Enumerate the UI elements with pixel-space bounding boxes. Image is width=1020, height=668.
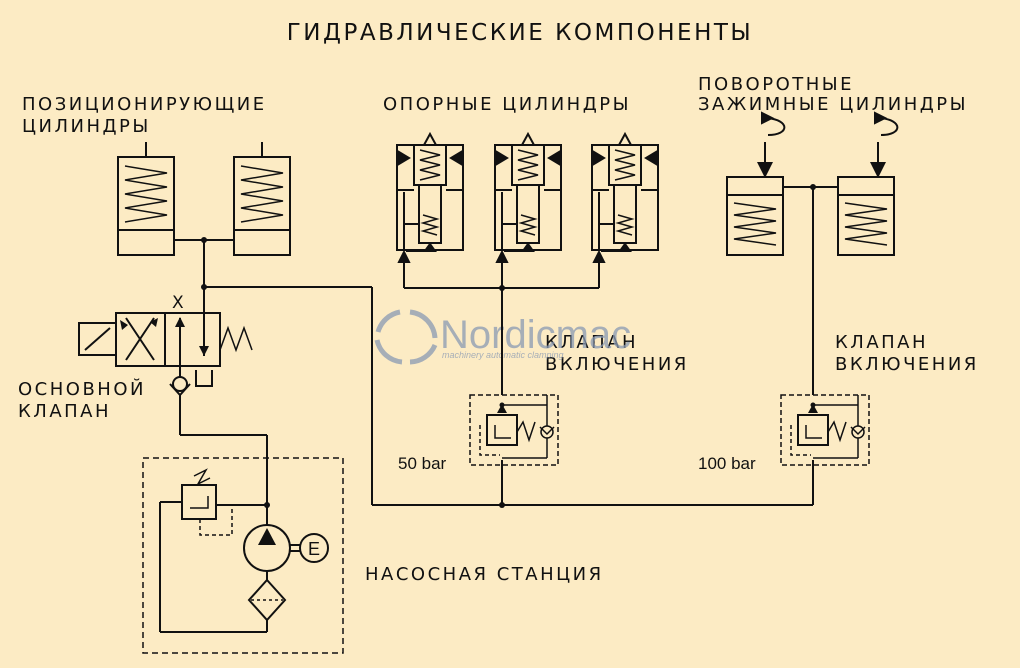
sequence-valve-100 <box>780 394 870 466</box>
pressure-50: 50 bar <box>398 454 447 473</box>
label-seq-valve2-1: КЛАПАН <box>835 332 928 353</box>
rotary-cylinder-left <box>726 176 784 256</box>
filter-icon <box>247 578 287 622</box>
positioning-cylinder-left <box>117 156 175 256</box>
label-rotary-2: ЗАЖИМНЫЕ ЦИЛИНДРЫ <box>698 94 968 115</box>
pump-station <box>142 457 344 654</box>
label-seq-valve2-2: ВКЛЮЧЕНИЯ <box>835 354 979 375</box>
positioning-cylinder-right <box>233 156 291 256</box>
support-cylinders <box>396 131 659 395</box>
label-seq-valve1-1: КЛАПАН <box>545 332 638 353</box>
logo-swirl-icon <box>374 309 438 365</box>
label-main-valve-1: ОСНОВНОЙ <box>18 378 146 400</box>
main-valve <box>78 312 268 525</box>
nordicmac-logo: Nordicmac machinery automatic clamping <box>374 309 631 365</box>
relief-valve-icon <box>181 484 217 520</box>
label-seq-valve1-2: ВКЛЮЧЕНИЯ <box>545 354 689 375</box>
support-cylinder-1 <box>396 131 464 252</box>
rotation-arrow-icon <box>766 117 786 136</box>
diagram-title: ГИДРАВЛИЧЕСКИЕ КОМПОНЕНТЫ <box>287 20 753 46</box>
spring-icon <box>240 165 284 223</box>
motor-icon <box>299 533 329 563</box>
hydraulic-lines <box>204 286 814 506</box>
sequence-valve-50 <box>469 394 559 466</box>
positioning-cylinders <box>117 142 291 313</box>
rotation-arrow-icon <box>879 117 899 136</box>
rotary-cylinder-right <box>837 176 895 256</box>
label-positioning-1: ПОЗИЦИОНИРУЮЩИЕ <box>22 94 267 115</box>
label-pump-station: НАСОСНАЯ СТАНЦИЯ <box>365 564 604 585</box>
port-x-label: X <box>172 293 186 313</box>
pump-station-boundary <box>142 457 344 654</box>
label-rotary-1: ПОВОРОТНЫЕ <box>698 74 854 95</box>
support-cylinder-2 <box>494 131 562 252</box>
label-positioning-2: ЦИЛИНДРЫ <box>22 116 151 137</box>
label-support-cylinders: ОПОРНЫЕ ЦИЛИНДРЫ <box>383 94 631 115</box>
rotary-clamp-cylinders <box>726 111 899 395</box>
pressure-100: 100 bar <box>698 454 756 473</box>
check-valve-icon <box>172 376 188 392</box>
label-main-valve-2: КЛАПАН <box>18 401 111 422</box>
support-cylinder-3 <box>591 131 659 252</box>
spring-icon <box>124 165 168 223</box>
watermark-brand: Nordicmac <box>440 313 631 357</box>
motor-label: E <box>308 539 320 559</box>
